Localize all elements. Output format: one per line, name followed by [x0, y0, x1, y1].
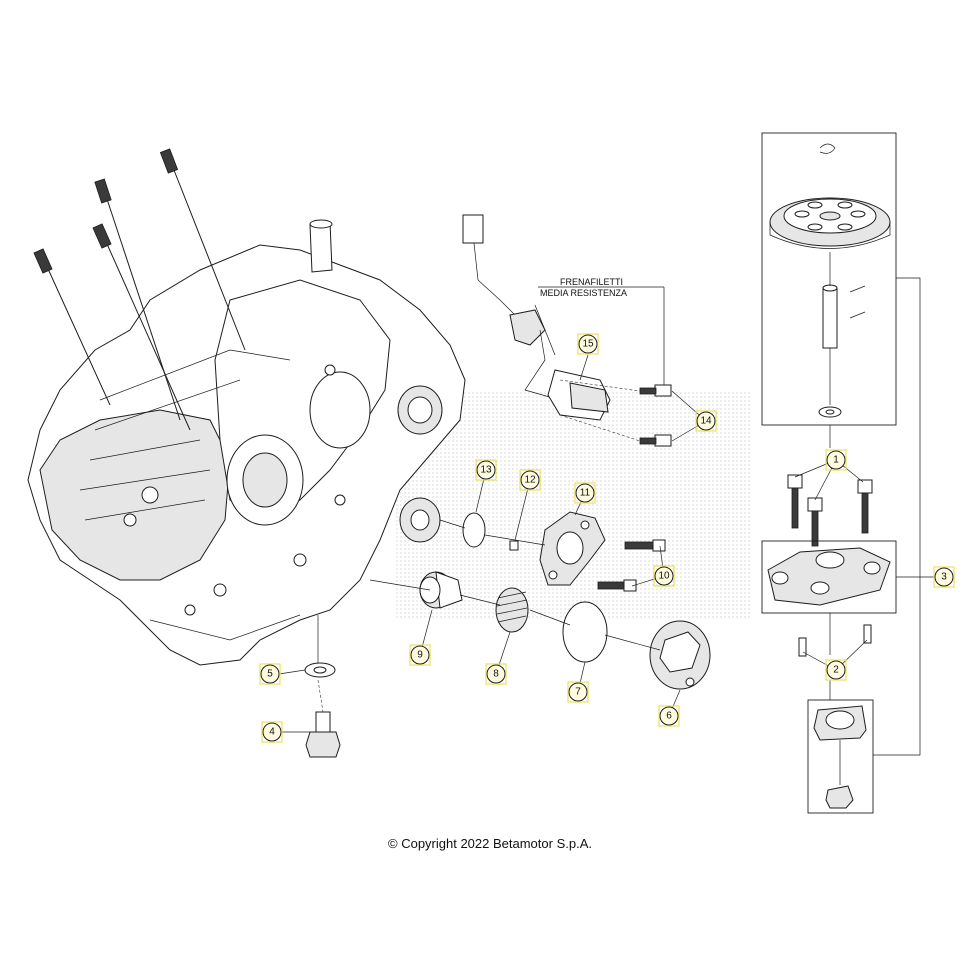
callout-12: 12: [519, 469, 541, 491]
svg-text:8: 8: [493, 669, 499, 680]
callout-14: 14: [695, 410, 717, 432]
note-line-1: FRENAFILETTI: [560, 277, 623, 287]
threadlock-note: FRENAFILETTI MEDIA RESISTENZA: [534, 277, 665, 385]
callout-15: 15: [577, 333, 599, 355]
copyright-text: © Copyright 2022 Betamotor S.p.A.: [388, 836, 592, 851]
spring-part-8: [495, 587, 529, 633]
washer-part-5: [304, 662, 336, 678]
gasket-part-7: [562, 601, 608, 663]
svg-text:12: 12: [524, 475, 536, 486]
screws-part-10: [597, 539, 666, 592]
callout-10: 10: [653, 565, 675, 587]
callout-4: 4: [261, 721, 283, 743]
callout-2: 2: [825, 659, 847, 681]
svg-text:14: 14: [700, 416, 712, 427]
drain-bolt-part-4: [305, 711, 341, 758]
svg-text:10: 10: [658, 571, 670, 582]
svg-text:9: 9: [417, 650, 423, 661]
callout-13: 13: [475, 459, 497, 481]
callout-3: 3: [933, 566, 955, 588]
assembly-leads: [317, 519, 661, 713]
svg-text:1: 1: [833, 455, 839, 466]
svg-text:7: 7: [575, 687, 581, 698]
cover-part-11: [539, 511, 606, 586]
pin-part-12: [509, 540, 519, 551]
crankcase: [27, 219, 466, 666]
oil-pump-group: [761, 132, 935, 814]
bolts-part-14: [559, 379, 672, 447]
svg-text:5: 5: [267, 669, 273, 680]
svg-text:2: 2: [833, 665, 839, 676]
callout-7: 7: [567, 681, 589, 703]
callout-8: 8: [485, 663, 507, 685]
callout-5: 5: [259, 663, 281, 685]
oring-part-13: [462, 512, 486, 548]
callout-11: 11: [574, 482, 596, 504]
svg-text:4: 4: [269, 727, 275, 738]
note-line-2: MEDIA RESISTENZA: [540, 288, 627, 298]
svg-text:3: 3: [941, 572, 947, 583]
svg-text:6: 6: [666, 711, 672, 722]
callout-1: 1: [825, 449, 847, 471]
svg-text:13: 13: [480, 465, 492, 476]
callout-6: 6: [658, 705, 680, 727]
sensor-part-15: [462, 214, 611, 421]
svg-text:15: 15: [582, 339, 594, 350]
callout-9: 9: [409, 644, 431, 666]
svg-text:11: 11: [580, 488, 591, 499]
cap-part-6: [649, 620, 711, 690]
cylinder-studs: [33, 148, 246, 431]
